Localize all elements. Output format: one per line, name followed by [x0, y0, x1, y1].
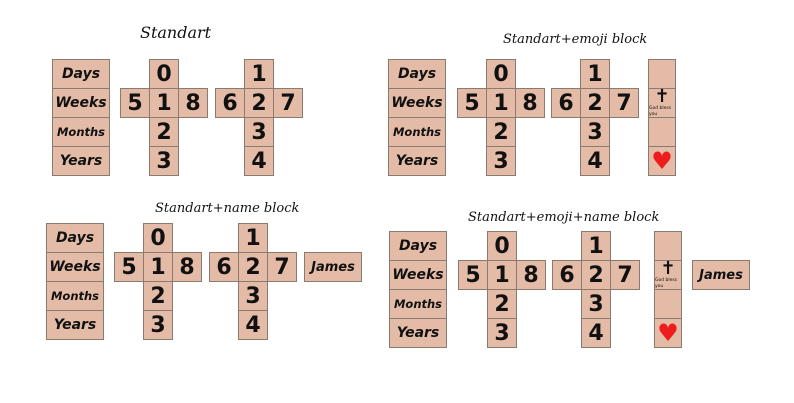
- cube2-right: 7: [267, 252, 297, 282]
- label-weeks: Weeks: [52, 88, 110, 118]
- title-emoji: Standart+emoji block: [503, 32, 648, 47]
- cross-icon: ✝: [660, 258, 676, 279]
- cube1-top: 0: [149, 59, 179, 89]
- cube1-left: 5: [114, 252, 144, 282]
- cube2-center: 2: [580, 88, 610, 118]
- cube2-top: 1: [238, 223, 268, 253]
- title-standart: Standart: [140, 23, 212, 42]
- cube1-right: 8: [516, 260, 546, 290]
- emoji-block-blank: [648, 117, 676, 147]
- emoji-block-top: [654, 231, 682, 261]
- cube1-bottom2: 3: [143, 310, 173, 340]
- label-days: Days: [388, 59, 446, 89]
- label-weeks: Weeks: [389, 260, 447, 290]
- title-emoji-name: Standart+emoji+name block: [468, 210, 660, 225]
- cube1-center: 1: [143, 252, 173, 282]
- cube1-center: 1: [487, 260, 517, 290]
- label-years: Years: [52, 146, 110, 176]
- label-years: Years: [388, 146, 446, 176]
- cube2-bottom1: 3: [581, 289, 611, 319]
- emoji-block-cross: ✝ God bless you: [648, 88, 676, 118]
- cube1-bottom1: 2: [149, 117, 179, 147]
- cube1-right: 8: [515, 88, 545, 118]
- cube2-center: 2: [581, 260, 611, 290]
- emoji-block-heart: ♥: [654, 318, 682, 348]
- cube1-top: 0: [487, 231, 517, 261]
- emoji-block-cross: ✝ God bless you: [654, 260, 682, 290]
- cube2-bottom2: 4: [581, 318, 611, 348]
- cube1-center: 1: [486, 88, 516, 118]
- emoji-caption: God bless you: [655, 278, 678, 289]
- cube2-bottom2: 4: [238, 310, 268, 340]
- emoji-block-top: [648, 59, 676, 89]
- label-years: Years: [46, 310, 104, 340]
- label-days: Days: [389, 231, 447, 261]
- emoji-block-heart: ♥: [648, 146, 676, 176]
- cube1-right: 8: [172, 252, 202, 282]
- title-name: Standart+name block: [155, 201, 300, 216]
- cross-icon: ✝: [654, 86, 670, 107]
- emoji-block-blank: [654, 289, 682, 319]
- cube2-right: 7: [609, 88, 639, 118]
- emoji-caption: God bless you: [649, 106, 672, 117]
- cube2-right: 7: [273, 88, 303, 118]
- label-months: Months: [389, 289, 447, 319]
- cube1-left: 5: [120, 88, 150, 118]
- label-months: Months: [52, 117, 110, 147]
- heart-icon: ♥: [651, 147, 673, 175]
- cube2-center: 2: [238, 252, 268, 282]
- cube2-left: 6: [551, 88, 581, 118]
- cube1-bottom2: 3: [487, 318, 517, 348]
- cube2-left: 6: [209, 252, 239, 282]
- cube2-left: 6: [215, 88, 245, 118]
- label-days: Days: [52, 59, 110, 89]
- cube1-bottom1: 2: [143, 281, 173, 311]
- cube2-right: 7: [610, 260, 640, 290]
- cube1-bottom2: 3: [149, 146, 179, 176]
- cube1-bottom2: 3: [486, 146, 516, 176]
- cube2-bottom1: 3: [238, 281, 268, 311]
- cube2-bottom2: 4: [580, 146, 610, 176]
- cube1-bottom1: 2: [486, 117, 516, 147]
- cube1-center: 1: [149, 88, 179, 118]
- cube2-bottom1: 3: [244, 117, 274, 147]
- label-weeks: Weeks: [388, 88, 446, 118]
- cube1-left: 5: [457, 88, 487, 118]
- cube2-top: 1: [581, 231, 611, 261]
- label-months: Months: [388, 117, 446, 147]
- cube2-bottom2: 4: [244, 146, 274, 176]
- label-months: Months: [46, 281, 104, 311]
- cube2-bottom1: 3: [580, 117, 610, 147]
- label-years: Years: [389, 318, 447, 348]
- cube1-left: 5: [458, 260, 488, 290]
- cube2-center: 2: [244, 88, 274, 118]
- cube1-bottom1: 2: [487, 289, 517, 319]
- label-days: Days: [46, 223, 104, 253]
- name-block: James: [692, 260, 750, 290]
- cube2-left: 6: [552, 260, 582, 290]
- cube1-top: 0: [143, 223, 173, 253]
- cube1-right: 8: [178, 88, 208, 118]
- heart-icon: ♥: [657, 319, 679, 347]
- label-weeks: Weeks: [46, 252, 104, 282]
- cube2-top: 1: [580, 59, 610, 89]
- cube2-top: 1: [244, 59, 274, 89]
- name-block: James: [304, 252, 362, 282]
- cube1-top: 0: [486, 59, 516, 89]
